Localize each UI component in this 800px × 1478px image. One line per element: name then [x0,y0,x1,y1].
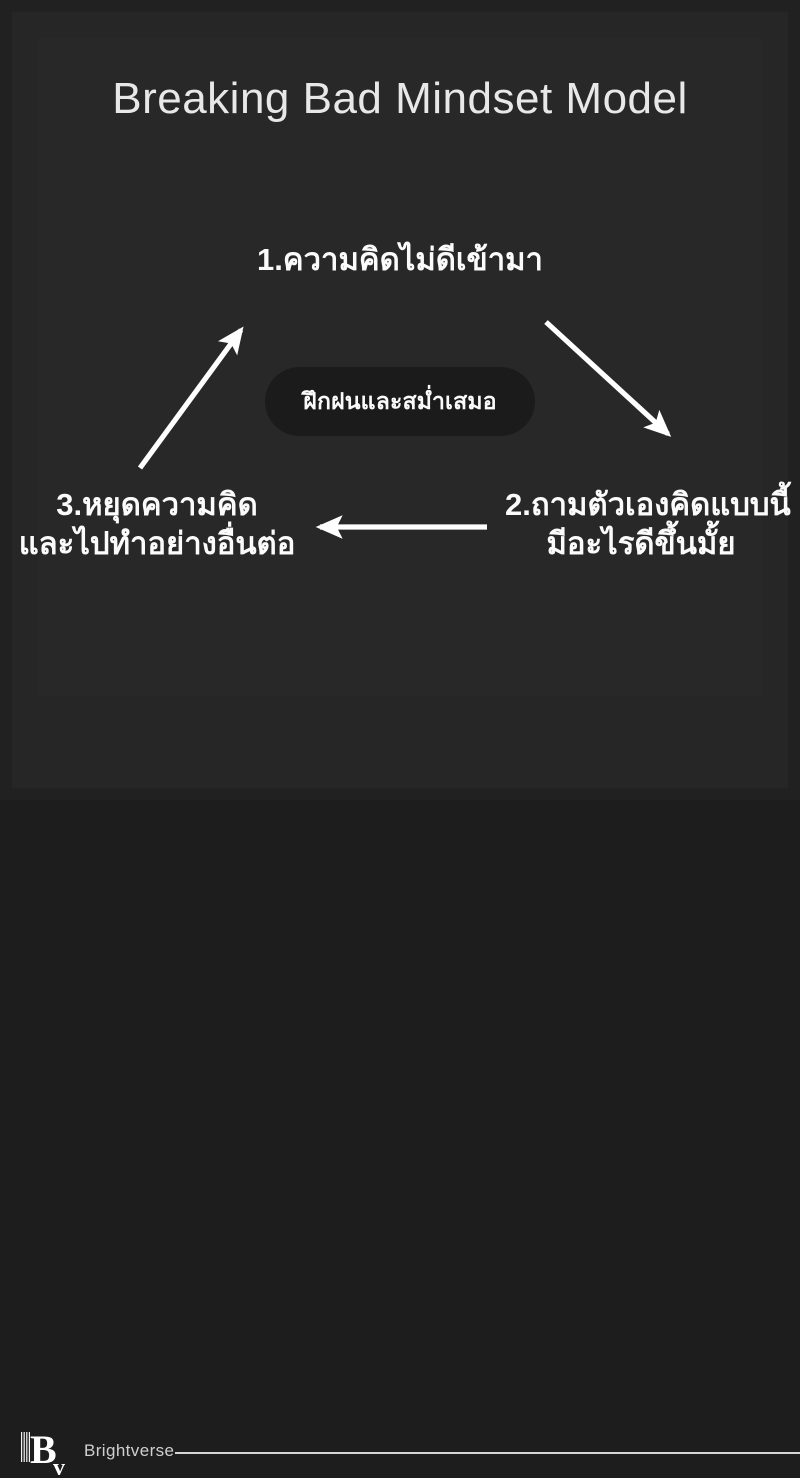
page-title: Breaking Bad Mindset Model [112,74,688,123]
svg-text:v: v [53,1455,65,1478]
center-pill: ฝึกฝนและสม่ำเสมอ [265,367,535,436]
center-pill-label: ฝึกฝนและสม่ำเสมอ [303,387,497,414]
diagram-node-3: 3.หยุดความคิด และไปทำอย่างอื่นต่อ [18,485,296,563]
diagram-node-3-line1: 3.หยุดความคิด [56,487,258,522]
footer-divider [175,1452,800,1454]
diagram-node-1-line1: 1.ความคิดไม่ดีเข้ามา [257,242,543,277]
diagram-node-2: 2.ถามตัวเองคิดแบบนี้ มีอะไรดีขึ้นมั้ย [505,485,791,563]
brand-name: Brightverse [84,1441,175,1460]
brightverse-logo-icon: B v [21,1427,65,1478]
footer: B v Brightverse [0,700,800,1478]
poster-canvas: Breaking Bad Mindset Model ฝึกฝนและสม่ำเ… [0,74,800,1478]
diagram-node-2-line2: มีอะไรดีขึ้นมั้ย [546,526,736,562]
diagram-node-3-line2: และไปทำอย่างอื่นต่อ [18,526,296,562]
diagram-node-2-line1: 2.ถามตัวเองคิดแบบนี้ [505,487,791,522]
diagram-node-1: 1.ความคิดไม่ดีเข้ามา [150,240,650,279]
